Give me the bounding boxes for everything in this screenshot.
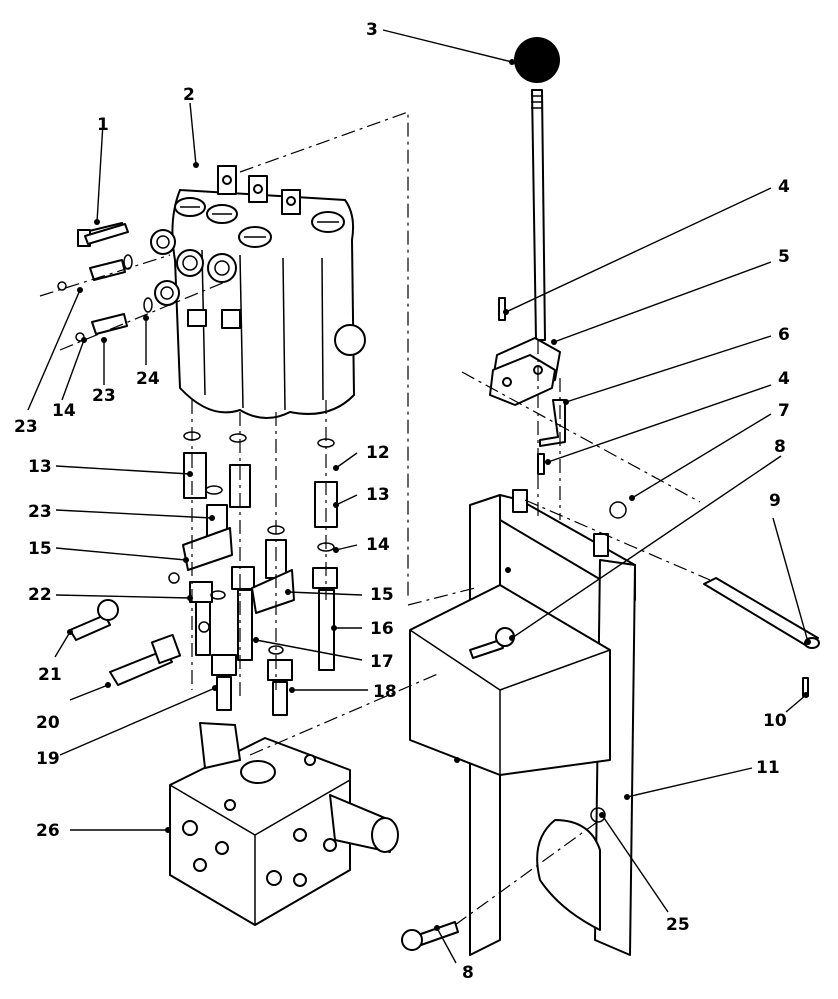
callout-26: 26 <box>36 821 60 841</box>
callout-14: 14 <box>52 401 76 421</box>
callout-18: 18 <box>373 682 397 702</box>
callout-12: 12 <box>366 443 390 463</box>
callout-17: 17 <box>370 652 394 672</box>
callout-7: 7 <box>778 401 790 421</box>
callout-13: 13 <box>28 457 52 477</box>
callout-23: 23 <box>92 386 116 406</box>
callout-23: 23 <box>14 417 38 437</box>
callout-15: 15 <box>28 539 52 559</box>
callout-4: 4 <box>778 369 790 389</box>
callout-14: 14 <box>366 535 390 555</box>
control-lever <box>514 37 560 341</box>
callout-10: 10 <box>763 711 787 731</box>
lever-knob <box>514 37 560 83</box>
callout-20: 20 <box>36 713 60 733</box>
callout-labels: 1 2 3 4 5 6 4 7 8 9 10 11 12 13 14 15 16… <box>14 20 790 983</box>
callout-24: 24 <box>136 369 160 389</box>
callout-8: 8 <box>774 437 786 457</box>
callout-11: 11 <box>756 758 780 778</box>
callout-4: 4 <box>778 177 790 197</box>
callout-22: 22 <box>28 585 52 605</box>
manifold-block <box>169 722 399 926</box>
callout-6: 6 <box>778 325 790 345</box>
pivot-pin <box>703 577 820 697</box>
mounting-bracket <box>409 489 636 956</box>
callout-1: 1 <box>97 115 109 135</box>
callout-23: 23 <box>28 502 52 522</box>
leader-lines <box>27 29 811 964</box>
callout-3: 3 <box>366 20 378 40</box>
center-lines <box>39 111 711 926</box>
callout-13: 13 <box>366 485 390 505</box>
callout-19: 19 <box>36 749 60 769</box>
callout-25: 25 <box>666 915 690 935</box>
control-valve-assembly <box>150 165 366 419</box>
callout-16: 16 <box>370 619 394 639</box>
callout-2: 2 <box>183 85 195 105</box>
callout-5: 5 <box>778 247 790 267</box>
callout-8: 8 <box>462 963 474 983</box>
lever-bracket <box>489 297 566 475</box>
callout-15: 15 <box>370 585 394 605</box>
callout-21: 21 <box>38 665 62 685</box>
callout-9: 9 <box>769 491 781 511</box>
